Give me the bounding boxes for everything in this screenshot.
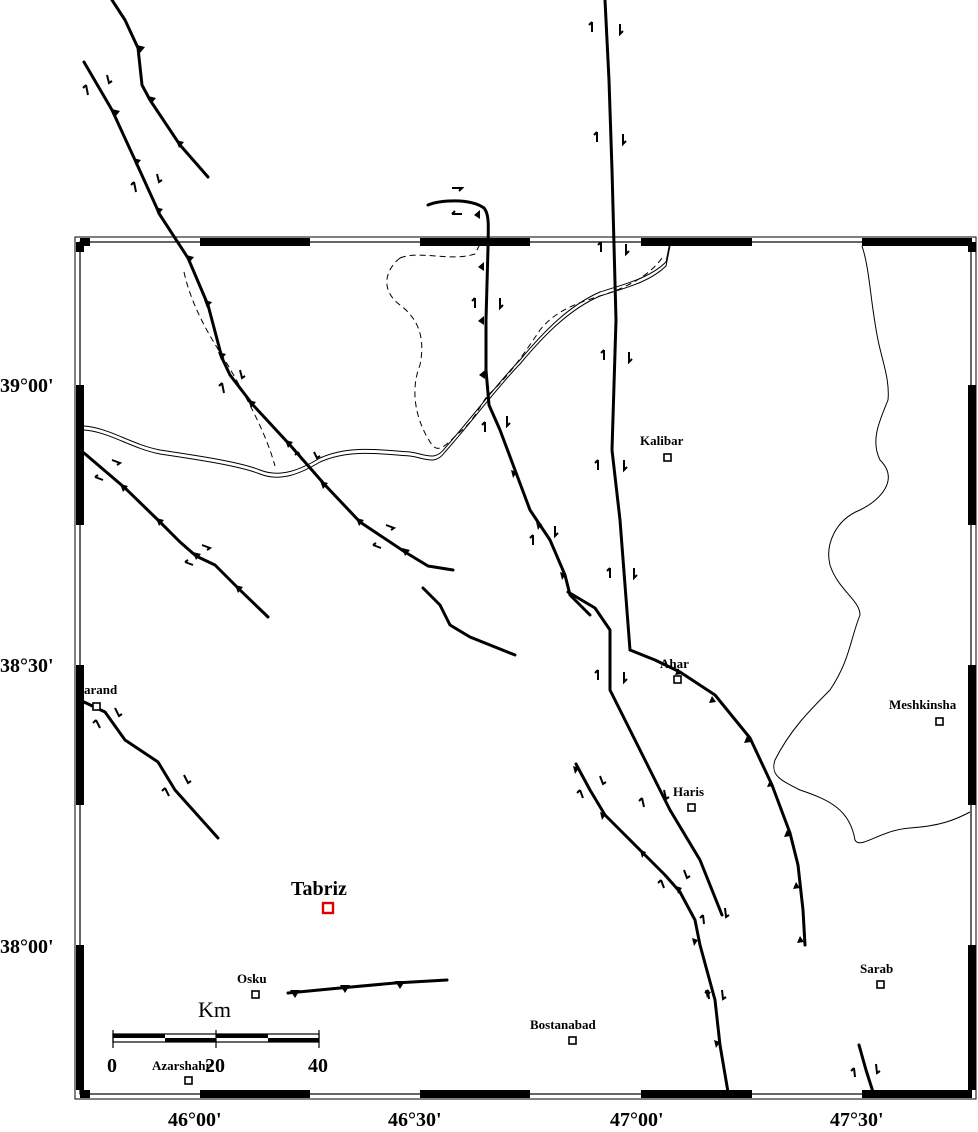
city-haris[interactable]: Haris (673, 784, 704, 812)
fault-south (286, 978, 449, 995)
thrust-teeth (112, 45, 804, 1048)
city-label: Osku (237, 971, 267, 986)
river-line (183, 243, 663, 467)
lat-label-38-00: 38°00' (0, 936, 54, 958)
city-meshkinshahr[interactable]: Meshkinsha (889, 697, 957, 726)
fault-haris (574, 762, 730, 1094)
strike-slip-arrows (82, 21, 881, 1078)
longitude-labels: 46°00' 46°30' 47°00' 47°30' (168, 1109, 884, 1131)
lon-label-46-00: 46°00' (168, 1109, 222, 1131)
city-marand[interactable]: arand (84, 682, 118, 711)
fault-ahar (628, 648, 807, 947)
city-label: Haris (673, 784, 704, 799)
map-frame (74, 236, 977, 1100)
scale-label-0: 0 (107, 1055, 117, 1077)
fault-central (426, 199, 592, 617)
cities: Kalibar Ahar Meshkinsha Haris Sarab Bost… (84, 433, 957, 1085)
city-tabriz[interactable]: Tabriz (291, 878, 347, 915)
scale-label-40: 40 (308, 1055, 328, 1077)
fault-sw-1 (82, 700, 220, 840)
latitude-labels: 39°00' 38°30' 38°00' (0, 375, 54, 958)
fault-nw-1 (110, 0, 210, 179)
lat-label-39-00: 39°00' (0, 375, 54, 397)
city-label: Kalibar (640, 433, 684, 448)
fault-nw-2 (82, 60, 455, 572)
scale-unit: Km (198, 997, 231, 1022)
lon-label-47-00: 47°00' (610, 1109, 664, 1131)
city-label: Bostanabad (530, 1017, 597, 1032)
fault-w-2 (421, 586, 517, 657)
city-label: Meshkinsha (889, 697, 957, 712)
scale-label-20: 20 (205, 1055, 225, 1077)
tabriz-label: Tabriz (291, 878, 347, 900)
international-border (83, 241, 671, 478)
fault-se (857, 1043, 875, 1094)
city-label: Sarab (860, 961, 893, 976)
city-label: Azarshahr (152, 1058, 211, 1073)
lon-label-47-30: 47°30' (830, 1109, 884, 1131)
scale-bar: Km 0 20 40 (107, 997, 328, 1077)
fault-central-south (566, 590, 724, 917)
city-label: Ahar (660, 656, 689, 671)
city-label: arand (84, 682, 118, 697)
faults (82, 0, 875, 1094)
city-bostanabad[interactable]: Bostanabad (530, 1017, 597, 1045)
city-ahar[interactable]: Ahar (660, 656, 689, 684)
province-boundary (773, 245, 971, 844)
city-kalibar[interactable]: Kalibar (640, 433, 684, 462)
fault-n-s-strike-slip (603, 0, 632, 652)
city-sarab[interactable]: Sarab (860, 961, 893, 989)
lon-label-46-30: 46°30' (388, 1109, 442, 1131)
city-azarshahr[interactable]: Azarshahr (152, 1058, 211, 1085)
city-osku[interactable]: Osku (237, 971, 267, 999)
fault-w-1 (82, 451, 270, 619)
lat-label-38-30: 38°30' (0, 655, 54, 677)
